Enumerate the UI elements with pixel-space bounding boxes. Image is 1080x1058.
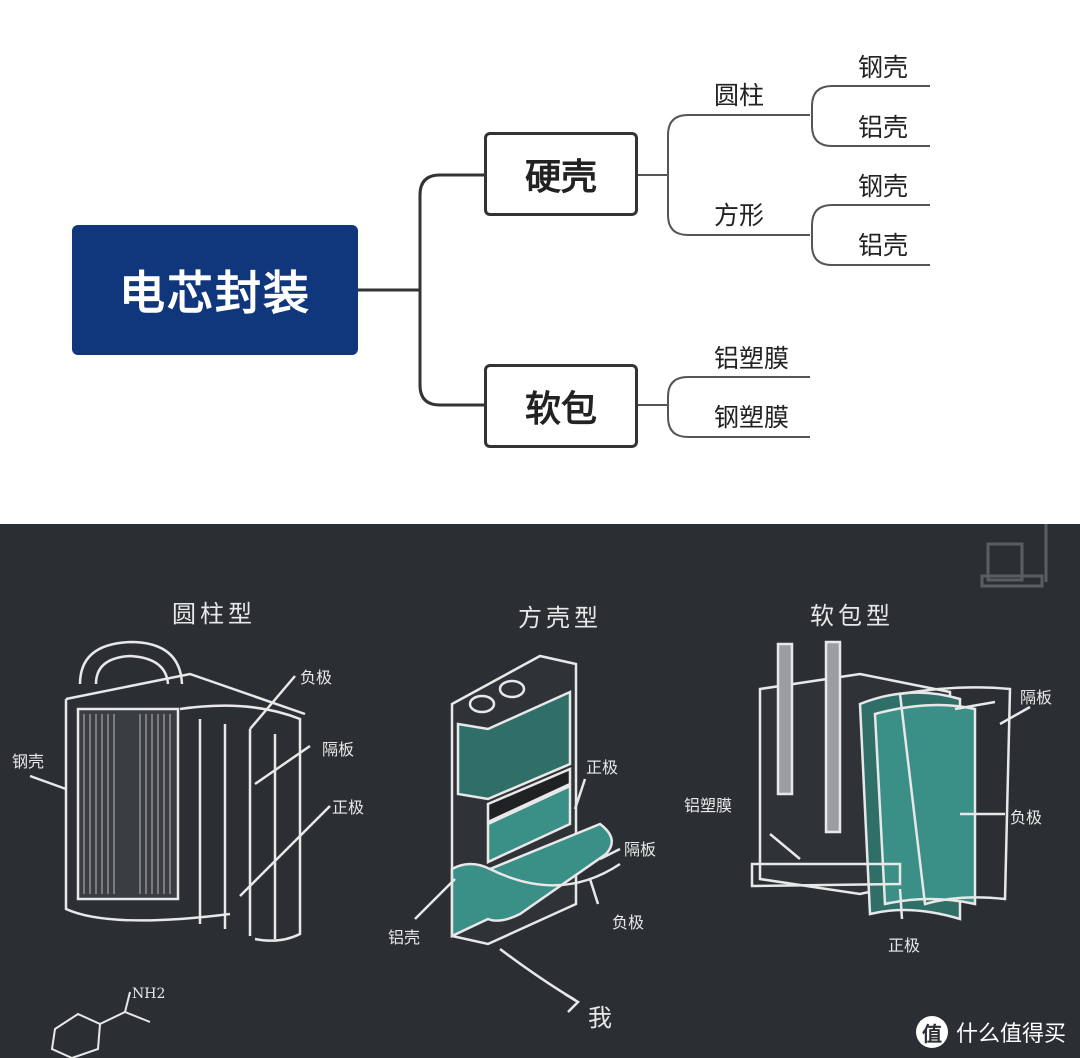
soft-branch	[667, 376, 810, 438]
watermark-text: 什么值得买	[955, 1022, 1066, 1047]
cylinder-aluminum-leaf: 铝壳	[858, 113, 909, 142]
prismatic-negative-label: 负极	[612, 913, 645, 932]
pouch-separator-label: 隔板	[1020, 688, 1053, 707]
square-aluminum-leaf: 铝壳	[858, 231, 909, 260]
prismatic-positive-label: 正极	[586, 758, 619, 777]
illustration-drawing	[29, 524, 1048, 1058]
pouch-negative-label: 负极	[1010, 808, 1043, 827]
pouch-film-label: 铝塑膜	[684, 796, 733, 815]
mind-map-connectors	[358, 85, 930, 438]
cylinder-negative-label: 负极	[300, 668, 333, 687]
cylinder-positive-label: 正极	[332, 798, 365, 817]
hard-shell-node: 硬壳	[484, 132, 638, 216]
soft-pack-node: 软包	[484, 364, 638, 448]
formula-label: NH2	[132, 986, 166, 1002]
prismatic-note: 我	[588, 1004, 612, 1032]
pouch-cell-drawing	[750, 640, 1031, 921]
molecule-doodle	[50, 991, 151, 1058]
root-node: 电芯封装	[72, 225, 358, 355]
lab-stand-icon	[980, 524, 1048, 588]
cylinder-cell-drawing	[29, 640, 331, 942]
square-branch	[811, 204, 930, 266]
cylinder-node: 圆柱	[714, 81, 765, 110]
square-node: 方形	[714, 201, 765, 230]
soft-steel-film-leaf: 钢塑膜	[714, 403, 790, 432]
chalkboard-illustration: 圆柱型 方壳型 软包型 负极 隔板 正极 钢壳 正极 隔板 负极 铝壳 我 隔板…	[0, 524, 1080, 1058]
square-steel-leaf: 钢壳	[858, 172, 909, 201]
cylinder-branch	[811, 85, 930, 147]
prismatic-cell-drawing	[414, 654, 621, 1013]
cylinder-title: 圆柱型	[172, 600, 256, 628]
root-branch	[418, 173, 484, 407]
soft-aluminum-film-leaf: 铝塑膜	[714, 344, 790, 373]
mind-map: 电芯封装 硬壳 软包 圆柱 方形 钢壳 铝壳 钢壳 铝壳 铝塑膜 钢塑膜	[0, 0, 1080, 524]
prismatic-case-label: 铝壳	[388, 928, 421, 947]
pouch-positive-label: 正极	[888, 936, 921, 955]
cylinder-separator-label: 隔板	[322, 740, 355, 759]
watermark-logo-icon: 值	[915, 1016, 948, 1048]
pouch-title: 软包型	[810, 602, 894, 630]
prismatic-separator-label: 隔板	[624, 840, 657, 859]
hard-branch	[667, 114, 810, 236]
prismatic-title: 方壳型	[518, 604, 602, 632]
cylinder-case-label: 钢壳	[12, 752, 45, 771]
cylinder-steel-leaf: 钢壳	[858, 53, 909, 82]
watermark: 值 什么值得买	[915, 1016, 1066, 1048]
